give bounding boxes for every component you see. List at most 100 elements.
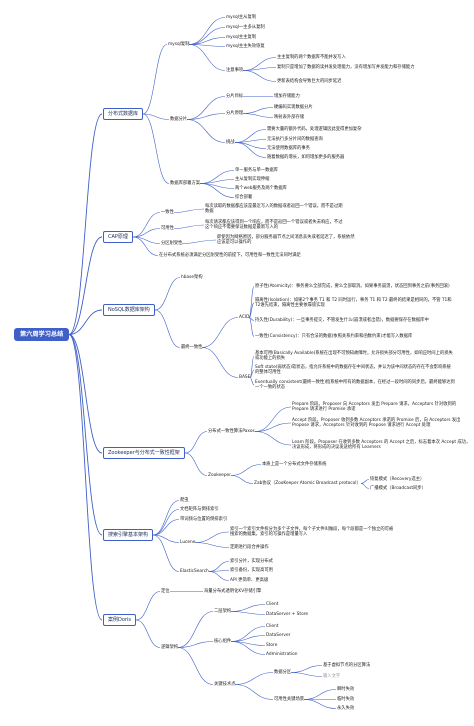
node-es3[interactable]: API 更简单、更高级 [230, 577, 269, 583]
node-root[interactable]: 第六周学习总结 [14, 327, 70, 341]
node-zookeeper[interactable]: Zookeeper [208, 472, 231, 478]
node-base[interactable]: BASE [239, 374, 251, 380]
node-db-dep3[interactable]: 两个web服务及两个数据库 [235, 185, 287, 191]
node-db-sh1[interactable]: 分片目标 [226, 93, 244, 99]
node-db-dep2[interactable]: 主从复制实现伸缩 [235, 176, 270, 182]
node-db-note[interactable]: 注意事项 [226, 67, 244, 73]
node-cap-note[interactable]: 在分布式系统必须满足分区耐受性的前提下，可用性和一致性无法同时满足 [159, 252, 301, 258]
node-db-sh2[interactable]: 分片原理 [226, 110, 244, 116]
node-acid[interactable]: ACID [239, 314, 250, 320]
node-db-repl2[interactable]: mysql一主多从复制 [226, 24, 265, 30]
node-cap[interactable]: CAP原理 [103, 231, 133, 243]
node-db-note3[interactable]: 更新表结构会导致巨大的同步延迟 [277, 78, 342, 84]
node-zab2[interactable]: 广播模式（Broadcast同步） [370, 485, 426, 491]
link-db-dep4 [199, 183, 235, 198]
node-db-deploy[interactable]: 数据库部署方案 [170, 180, 201, 186]
link-es3 [208, 571, 230, 581]
node-acid-a[interactable]: 原子性(Atomicity)：事务要么全部完成，要么全部取消。如果事务崩溃，状态… [255, 283, 450, 289]
node-dr-2a[interactable]: Client [266, 601, 279, 607]
node-db-sh3c[interactable]: 无法使用数据库的事务 [267, 145, 310, 151]
node-paxos3[interactable]: Learn 阶段。Proposer 在收到多数 Acceptors 的 Acce… [292, 440, 471, 450]
node-dr-key[interactable]: 关键技术点 [214, 681, 236, 687]
node-db-repl3[interactable]: mysql主主复制 [226, 34, 257, 40]
node-dr-core4[interactable]: Administration [266, 651, 298, 657]
node-lucene[interactable]: Lucene [180, 539, 196, 545]
node-paxos2[interactable]: Accept 阶段。Proposer 收到多数 Acceptors 承诺的 Pr… [292, 418, 461, 428]
link-zab [230, 475, 254, 484]
node-doris[interactable]: 案例Doris [103, 614, 136, 626]
node-zab1[interactable]: 恢复模式（Recovery选主） [370, 476, 425, 482]
node-db-sh3b[interactable]: 无法执行多分片间的数据查询 [267, 136, 323, 142]
node-db-sh3d[interactable]: 随着数据的增长，如何增加更多的服务器 [267, 154, 345, 160]
link-dr-key [177, 647, 214, 685]
node-dr-pos1[interactable]: 海量分布式透明化KV存储引擎 [204, 588, 262, 594]
node-dr-core3[interactable]: Store [266, 642, 278, 648]
node-db-dep4[interactable]: 综合部署 [235, 194, 253, 200]
node-db-sh3a[interactable]: 需要大量的额外代码，处理逻辑因此变得更加复杂 [267, 126, 362, 132]
node-dr-2b[interactable]: DataServer + Store [266, 611, 309, 617]
node-nosql[interactable]: NoSQL数据库架构 [103, 304, 155, 316]
node-lu2[interactable]: 定期进行段合并操作 [230, 544, 269, 550]
node-dr-core[interactable]: 核心组件 [214, 638, 232, 644]
link-zab2 [360, 483, 370, 489]
link-dr-k2a [303, 689, 337, 700]
node-dr-k1a[interactable]: 基于虚拟节点的分区算法 [323, 662, 371, 668]
node-se2[interactable]: 文档矩阵与倒排索引 [180, 506, 219, 512]
node-db-repl1[interactable]: mysql主从复制 [226, 14, 257, 20]
node-paxos[interactable]: 分布式一致性算法Paxos [208, 428, 255, 434]
node-dr-k1b[interactable]: 输入文字 [323, 673, 341, 679]
node-dr-arch[interactable]: 逻辑架构 [161, 644, 179, 650]
node-base-ec[interactable]: Eventually consistent(最终一致性)指系统中所有的数据副本，… [255, 380, 455, 390]
node-es1[interactable]: 索引分片，实现分布式 [230, 558, 273, 564]
node-dr-k2[interactable]: 可用性关键场景 [274, 696, 305, 702]
node-dr-k2c[interactable]: 永久失效 [337, 705, 355, 711]
node-se1[interactable]: 爬虫 [180, 497, 189, 503]
node-paxos1[interactable]: Prepare 阶段。Proposer 向 Acceptors 发出 Prepa… [292, 402, 457, 412]
node-acid-d[interactable]: 持久性(Durability)：一旦事务提交，不管发生什么(崩溃或者出错)，数据… [255, 317, 429, 323]
link-doris [68, 334, 103, 621]
node-cap-a[interactable]: 可用性 [161, 225, 174, 231]
node-db-note2[interactable]: 复制只是增加了数据的读并发处理能力，没有增加写并发能力和存储能力 [277, 64, 415, 70]
node-db-sh1a[interactable]: 增加存储能力 [274, 93, 300, 99]
link-dr-2 [177, 611, 214, 648]
node-dr-core2[interactable]: DataServer [266, 632, 291, 638]
node-dr-pos[interactable]: 定位 [161, 588, 170, 594]
node-nosql-fc[interactable]: 最终一致性 [181, 344, 203, 350]
node-dist-db[interactable]: 分布式数据库 [103, 108, 144, 120]
node-search[interactable]: 搜索引擎基本架构 [103, 529, 154, 541]
node-cap-p[interactable]: 分区耐受性 [161, 240, 183, 246]
node-base-ss[interactable]: Soft state(弱状态)软状态，指允许系统中的数据存在中间状态，并认为该中… [255, 365, 451, 375]
node-db-shard[interactable]: 数据分片 [170, 116, 188, 122]
node-acid-i[interactable]: 隔离性(Isolation)：如果2个事务 T1 和 T2 同时运行，事务 T1… [255, 298, 452, 308]
node-cap-p-d[interactable]: 即使因为网络原因，部分服务器节点之间消息丢失或者延迟了，系统依然应该是可以操作的 [217, 235, 355, 245]
node-cap-a-d[interactable]: 每次请求都应该得到一个响应，而不是返回一个错误或者失去响应，不过这个响应不需要保… [205, 220, 343, 230]
node-es[interactable]: ElasticSearch [180, 568, 209, 574]
node-zab[interactable]: Zab协议（ZooKeeper Atomic Broadcast protoco… [254, 480, 361, 486]
node-db-sh2a[interactable]: 硬编码实现数据分片 [274, 104, 313, 110]
node-cap-c-d[interactable]: 每次读取的数据都应该是最近写入的数据或者返回一个错误，而不是过期数据 [205, 204, 343, 214]
node-se3[interactable]: 带词频与位置的倒排索引 [180, 516, 228, 522]
node-cap-c[interactable]: 一致性 [161, 209, 174, 215]
node-dr-k2a[interactable]: 瞬时失效 [337, 686, 355, 692]
node-zk[interactable]: Zookeeper与分布式一致性框架 [103, 447, 185, 459]
node-db-sh2b[interactable]: 映射表外部存储 [274, 114, 305, 120]
link-db-sh2 [186, 113, 226, 120]
node-db-repl[interactable]: mysql复制 [168, 41, 190, 47]
link-dr-core1 [230, 626, 266, 642]
node-acid-c[interactable]: 一致性(Consistency)：只有合法的数据(依照关系约束和函数约束)才能写… [255, 333, 413, 339]
node-dr-k1[interactable]: 数据分区 [274, 669, 292, 675]
node-base-ba[interactable]: 基本可用(Basically Available)系统在出现不可预知故障时，允许… [255, 351, 453, 361]
node-db-note1[interactable]: 主主复制的两个数据库不能并发写入 [277, 54, 346, 60]
node-zk-a[interactable]: 本质上是一个分布式文件存储系统 [262, 461, 327, 467]
node-db-sh3[interactable]: 挑战 [226, 139, 235, 145]
node-dr-2[interactable]: 二层架构 [214, 608, 232, 614]
node-lu1[interactable]: 索引一个索引文件拆分为多个子文件，每个子文件叫做段，每个段都是一个独立的可被搜索… [230, 527, 394, 537]
node-db-repl4[interactable]: mysql主主失效恢复 [226, 43, 265, 49]
node-dr-core1[interactable]: Client [266, 623, 279, 629]
node-es2[interactable]: 索引备份，实现高可用 [230, 567, 273, 573]
node-db-dep1[interactable]: 单一服务与单一数据库 [235, 167, 278, 173]
node-nosql-hb[interactable]: hbase架构 [181, 274, 203, 280]
node-dr-k2b[interactable]: 临时失效 [337, 696, 355, 702]
link-nosql [68, 309, 103, 335]
